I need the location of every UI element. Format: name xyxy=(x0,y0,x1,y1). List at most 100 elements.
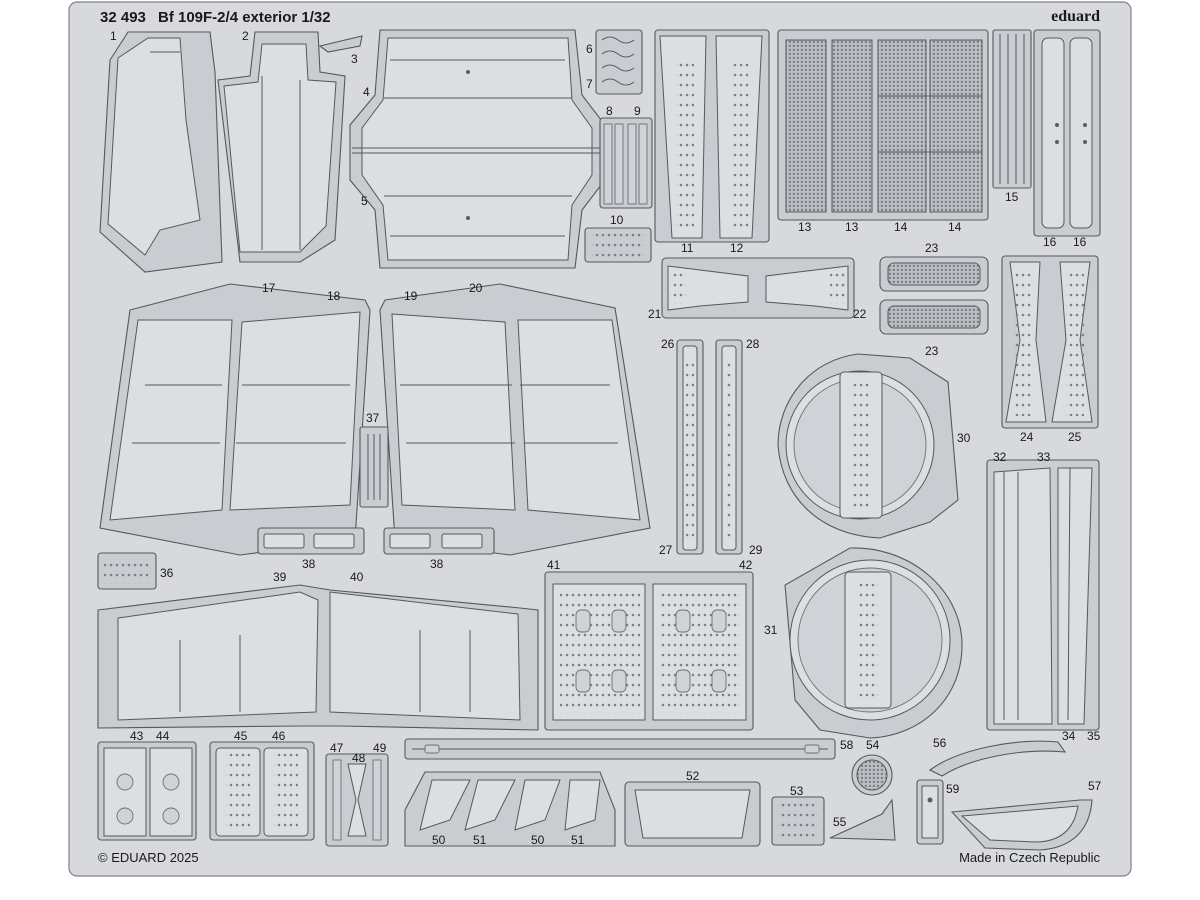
label-part-35: 35 xyxy=(1087,729,1101,743)
part-39-40 xyxy=(97,584,539,731)
label-part-31: 31 xyxy=(764,623,778,637)
label-part-24: 24 xyxy=(1020,430,1034,444)
part-26-29 xyxy=(676,339,743,555)
part-10 xyxy=(584,227,652,263)
origin-text: Made in Czech Republic xyxy=(959,850,1100,865)
part-number-labels: 1 2 3 4 5 6 7 8 9 10 11 12 13 13 14 14 1… xyxy=(110,29,1102,847)
label-part-13a: 13 xyxy=(798,220,812,234)
label-part-21: 21 xyxy=(648,307,662,321)
part-21-22 xyxy=(661,257,855,319)
part-23 xyxy=(879,256,989,335)
label-part-38b: 38 xyxy=(430,557,444,571)
part-58 xyxy=(404,738,836,760)
label-part-28: 28 xyxy=(746,337,760,351)
copyright-text: © EDUARD 2025 xyxy=(98,850,199,865)
label-part-17: 17 xyxy=(262,281,276,295)
label-part-37: 37 xyxy=(366,411,380,425)
part-19-20 xyxy=(379,283,651,556)
label-part-53: 53 xyxy=(790,784,804,798)
label-part-5: 5 xyxy=(361,194,368,208)
label-part-1: 1 xyxy=(110,29,117,43)
label-part-23a: 23 xyxy=(925,241,939,255)
label-part-40: 40 xyxy=(350,570,364,584)
label-part-50b: 50 xyxy=(531,833,545,847)
label-part-16a: 16 xyxy=(1043,235,1057,249)
label-part-9: 9 xyxy=(634,104,641,118)
part-4-5 xyxy=(349,29,606,269)
label-part-6: 6 xyxy=(586,42,593,56)
label-part-43: 43 xyxy=(130,729,144,743)
label-part-4: 4 xyxy=(363,85,370,99)
label-part-27: 27 xyxy=(659,543,673,557)
label-part-39: 39 xyxy=(273,570,287,584)
part-54 xyxy=(851,754,893,796)
label-part-51b: 51 xyxy=(571,833,585,847)
label-part-14a: 14 xyxy=(894,220,908,234)
label-part-59: 59 xyxy=(946,782,960,796)
label-part-30: 30 xyxy=(957,431,971,445)
label-part-38a: 38 xyxy=(302,557,316,571)
part-50-51 xyxy=(404,771,616,847)
label-part-49: 49 xyxy=(373,741,387,755)
label-part-54: 54 xyxy=(866,738,880,752)
part-59 xyxy=(916,779,944,845)
label-part-7: 7 xyxy=(586,77,593,91)
label-part-23b: 23 xyxy=(925,344,939,358)
label-part-18: 18 xyxy=(327,289,341,303)
label-part-56: 56 xyxy=(933,736,947,750)
part-30 xyxy=(777,353,959,539)
label-part-26: 26 xyxy=(661,337,675,351)
part-38 xyxy=(257,527,495,555)
part-43-44 xyxy=(97,741,197,841)
label-part-55: 55 xyxy=(833,815,847,829)
label-part-19: 19 xyxy=(404,289,418,303)
sheet-code: 32 493 xyxy=(100,9,146,26)
part-53 xyxy=(771,796,825,846)
part-56-57 xyxy=(928,740,1093,851)
part-47-49 xyxy=(325,753,389,847)
part-3 xyxy=(318,35,363,53)
part-1 xyxy=(99,31,223,273)
label-part-41: 41 xyxy=(547,558,561,572)
part-24-25 xyxy=(1001,255,1099,429)
part-32-35 xyxy=(986,459,1100,731)
part-6-7 xyxy=(595,29,643,95)
label-part-15: 15 xyxy=(1005,190,1019,204)
label-part-58: 58 xyxy=(840,738,854,752)
sheet-title: Bf 109F-2/4 exterior 1/32 xyxy=(158,9,331,26)
part-37 xyxy=(359,426,389,508)
label-part-51a: 51 xyxy=(473,833,487,847)
label-part-14b: 14 xyxy=(948,220,962,234)
label-part-52: 52 xyxy=(686,769,700,783)
part-8-9 xyxy=(599,117,653,209)
label-part-8: 8 xyxy=(606,104,613,118)
part-41-42 xyxy=(544,571,754,731)
label-part-47: 47 xyxy=(330,741,344,755)
label-part-16b: 16 xyxy=(1073,235,1087,249)
label-part-48: 48 xyxy=(352,751,366,765)
label-part-36: 36 xyxy=(160,566,174,580)
label-part-25: 25 xyxy=(1068,430,1082,444)
label-part-45: 45 xyxy=(234,729,248,743)
label-part-33: 33 xyxy=(1037,450,1051,464)
label-part-42: 42 xyxy=(739,558,753,572)
label-part-32: 32 xyxy=(993,450,1007,464)
part-31 xyxy=(784,547,963,739)
label-part-12: 12 xyxy=(730,241,744,255)
label-part-13b: 13 xyxy=(845,220,859,234)
label-part-50a: 50 xyxy=(432,833,446,847)
part-45-46 xyxy=(209,741,315,841)
label-part-44: 44 xyxy=(156,729,170,743)
photo-etch-sheet: 32 493 Bf 109F-2/4 exterior 1/32 eduard … xyxy=(68,0,1132,877)
label-part-20: 20 xyxy=(469,281,483,295)
part-52 xyxy=(624,781,761,847)
part-17-18 xyxy=(99,283,371,556)
label-part-34: 34 xyxy=(1062,729,1076,743)
label-part-57: 57 xyxy=(1088,779,1102,793)
part-13-14 xyxy=(777,29,989,221)
label-part-22: 22 xyxy=(853,307,867,321)
part-11-12 xyxy=(654,29,770,243)
label-part-10: 10 xyxy=(610,213,624,227)
part-15-16 xyxy=(992,29,1101,237)
label-part-3: 3 xyxy=(351,52,358,66)
